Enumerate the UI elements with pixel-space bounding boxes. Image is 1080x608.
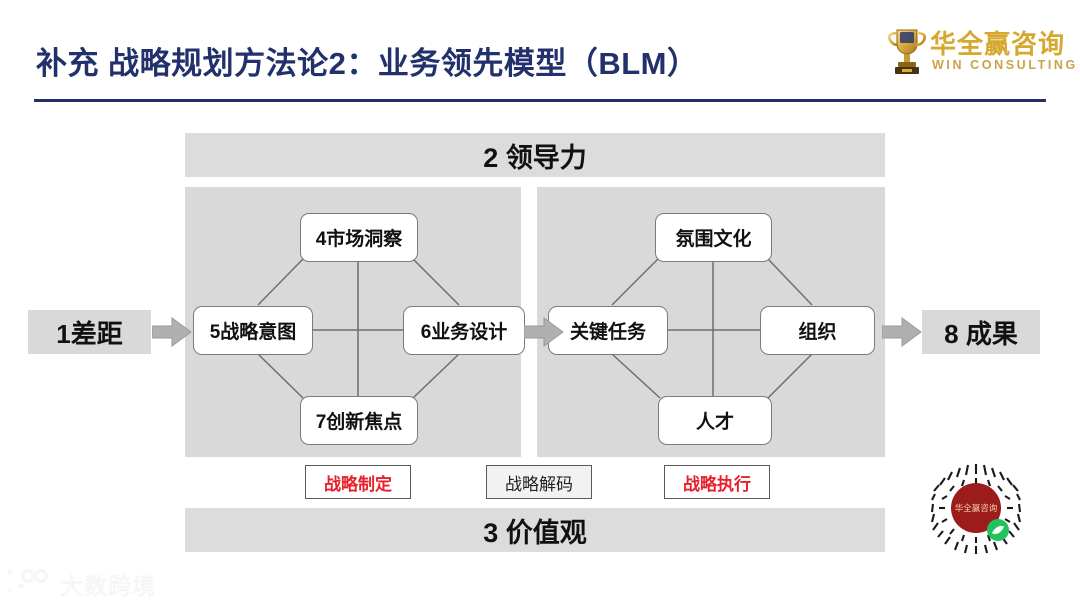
logo-text-en: WIN CONSULTING	[932, 58, 1078, 72]
paw-logo-icon	[0, 568, 49, 594]
node-talent[interactable]: 人才	[658, 396, 772, 445]
trophy-icon	[888, 29, 927, 74]
watermark-text: 大数跨境	[60, 573, 156, 599]
wechat-miniprogram-qr-icon[interactable]: 华全赢咨询	[928, 460, 1024, 556]
node-business-design[interactable]: 6业务设计	[403, 306, 525, 355]
values-bar: 3 价值观	[185, 508, 885, 552]
phase-label-formulation: 战略制定	[305, 465, 411, 499]
node-culture[interactable]: 氛围文化	[655, 213, 772, 262]
watermark: 大数跨境	[0, 565, 198, 601]
leadership-bar: 2 领导力	[185, 133, 885, 177]
arrow-right-icon-middle	[524, 317, 564, 347]
node-organization[interactable]: 组织	[760, 306, 875, 355]
page-title: 补充 战略规划方法论2：业务领先模型（BLM）	[36, 46, 699, 81]
logo-text-cn: 华全赢咨询	[930, 29, 1066, 59]
phase-label-decoding: 战略解码	[486, 465, 592, 499]
phase-label-execution: 战略执行	[664, 465, 770, 499]
node-key-tasks[interactable]: 关键任务	[548, 306, 668, 355]
node-market-insight[interactable]: 4市场洞察	[300, 213, 418, 262]
arrow-right-icon-results	[882, 317, 922, 347]
node-innovation-focus[interactable]: 7创新焦点	[300, 396, 418, 445]
results-box: 8 成果	[922, 310, 1040, 354]
node-strategic-intent[interactable]: 5战略意图	[193, 306, 313, 355]
svg-text:华全赢咨询: 华全赢咨询	[955, 503, 998, 513]
title-divider	[34, 99, 1046, 102]
gap-box: 1差距	[28, 310, 151, 354]
arrow-right-icon-gap	[152, 317, 192, 347]
brand-logo: 华全赢咨询 WIN CONSULTING	[886, 24, 1075, 84]
